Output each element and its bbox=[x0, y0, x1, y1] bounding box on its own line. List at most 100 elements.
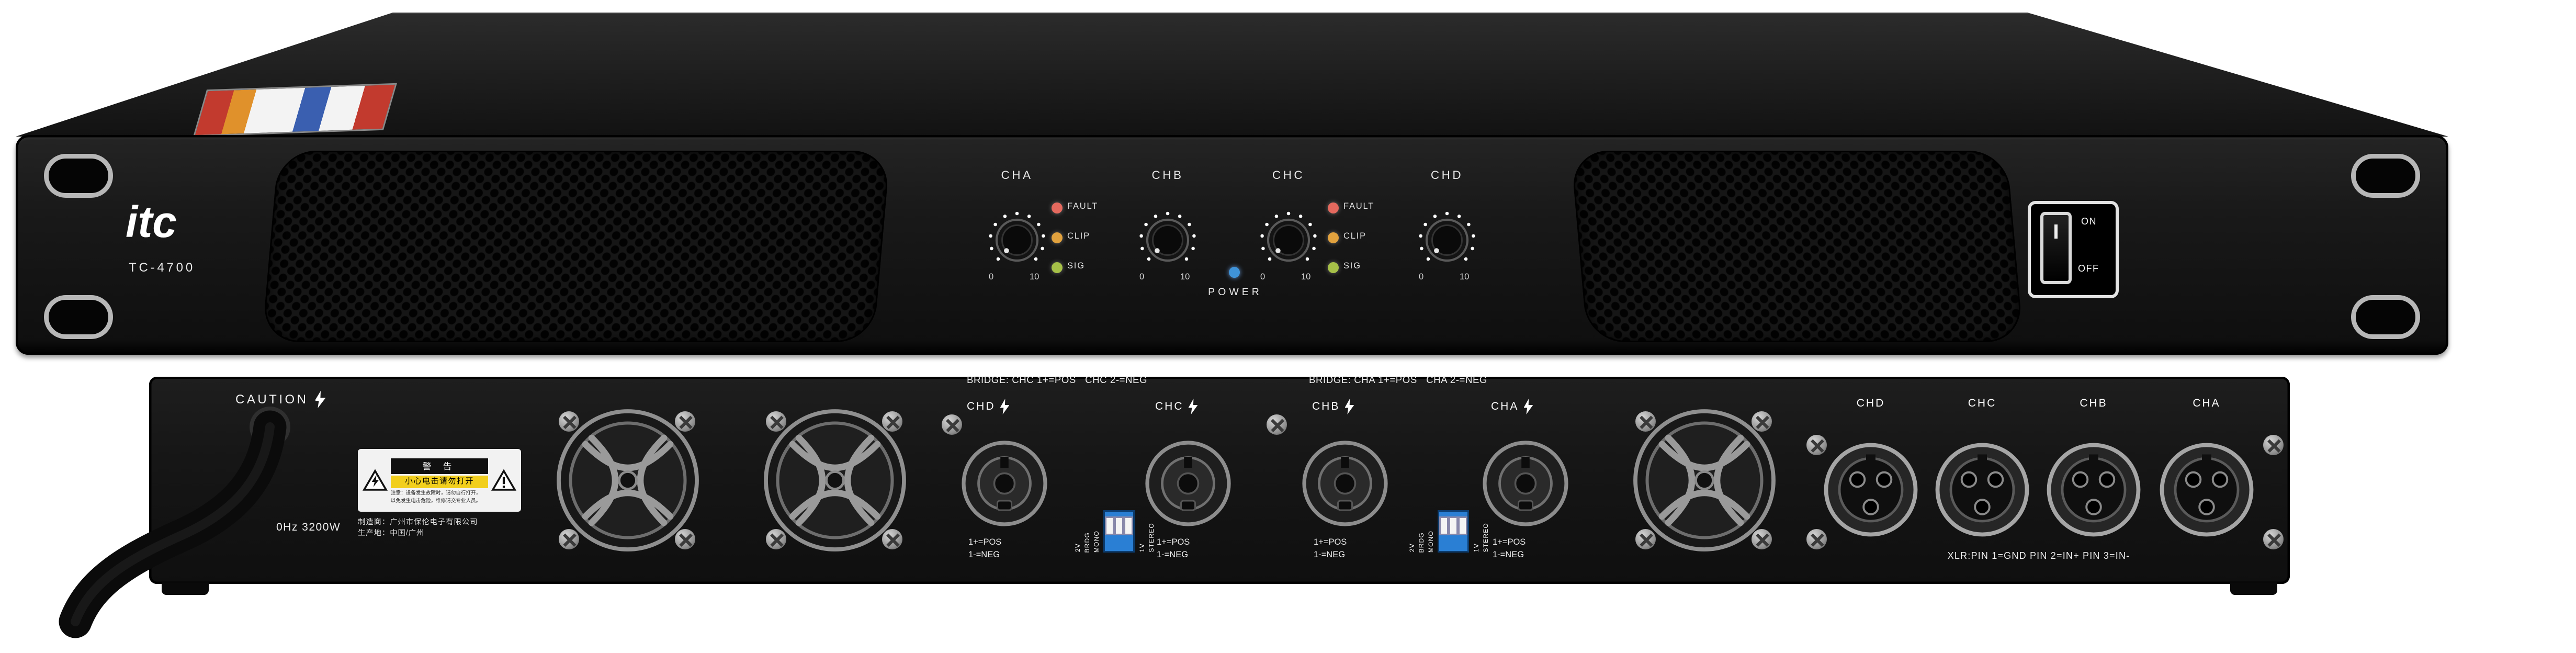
sig-led-row: SIG bbox=[1052, 257, 1098, 276]
left-honeycomb-grille bbox=[261, 151, 891, 342]
bridge-note-cha: BRIDGE: CHA 1+=POS CHA 2-=NEG bbox=[1309, 375, 1488, 386]
fault-led-label: FAULT bbox=[1343, 202, 1375, 212]
front-top-perspective bbox=[16, 13, 2448, 137]
bridge-note-chc: BRIDGE: CHC 1+=POS CHC 2-=NEG bbox=[967, 375, 1148, 386]
mode-dip-switch-1[interactable]: 2V BRDG MONO 1V STEREO bbox=[1074, 465, 1155, 553]
manufacturer-line: 制造商：广州市保伦电子有限公司 bbox=[358, 520, 478, 527]
switch-on-label: ON bbox=[2081, 218, 2097, 228]
fault-led bbox=[1328, 201, 1339, 213]
knob-scale-min: 0 bbox=[1419, 273, 1424, 283]
channel-label-chc: CHC bbox=[1272, 168, 1305, 182]
clip-led-label: CLIP bbox=[1343, 232, 1366, 242]
xlr-socket-icon bbox=[1824, 443, 1918, 537]
speakon-connector-chb bbox=[1301, 440, 1389, 535]
xlr-socket-icon bbox=[2160, 443, 2254, 537]
sig-led bbox=[1052, 261, 1063, 273]
cooling-fan-2 bbox=[760, 405, 910, 556]
knob-scale-max: 10 bbox=[1460, 273, 1470, 283]
switch-off-label: OFF bbox=[2078, 265, 2099, 275]
clip-led-label: CLIP bbox=[1067, 232, 1090, 242]
knob-scale-min: 0 bbox=[989, 273, 994, 283]
screw-icon bbox=[1267, 414, 1287, 435]
speakon-connector-chd bbox=[961, 440, 1048, 535]
channel-label-chb: CHB bbox=[1151, 168, 1184, 182]
screw-icon bbox=[2263, 435, 2284, 455]
sig-led-label: SIG bbox=[1343, 262, 1361, 272]
rear-foot-right bbox=[2230, 582, 2277, 595]
xlr-pinout-note: XLR:PIN 1=GND PIN 2=IN+ PIN 3=IN- bbox=[1947, 553, 2130, 562]
xlr-label-cha: CHA bbox=[2193, 399, 2221, 410]
screw-icon bbox=[882, 529, 902, 549]
dip-toggle[interactable] bbox=[1105, 516, 1114, 535]
clip-led-row: CLIP bbox=[1328, 228, 1374, 246]
lightning-icon bbox=[1188, 399, 1198, 414]
knob-dial-icon bbox=[1139, 211, 1196, 262]
warning-subtitle: 小心电击请勿打开 bbox=[391, 475, 488, 488]
speakon-connector-chc bbox=[1144, 440, 1232, 535]
gain-knob-chc[interactable] bbox=[1254, 206, 1323, 275]
screw-icon bbox=[766, 411, 786, 432]
channel-label-chd: CHD bbox=[1430, 168, 1464, 182]
power-cable bbox=[59, 410, 287, 638]
clip-led bbox=[1052, 231, 1063, 243]
xlr-socket-icon bbox=[1935, 443, 2029, 537]
mode-dip-switch-2[interactable]: 2V BRDG MONO 1V STEREO bbox=[1408, 465, 1489, 553]
dip-toggle[interactable] bbox=[1124, 516, 1133, 535]
warning-note-1: 注意：设备发生故障时，请勿自行打开， bbox=[391, 489, 481, 496]
xlr-connector-cha bbox=[2158, 441, 2255, 538]
dip-toggle[interactable] bbox=[1114, 516, 1124, 535]
lightning-icon bbox=[1000, 399, 1010, 414]
speakon-socket-icon bbox=[1483, 441, 1568, 526]
rack-hole-top-right bbox=[2351, 154, 2420, 198]
screw-icon bbox=[1806, 529, 1827, 549]
fan-grille-icon bbox=[557, 409, 699, 551]
dip-switch-body[interactable] bbox=[1438, 510, 1469, 553]
power-rocker[interactable] bbox=[2040, 212, 2072, 284]
screw-icon bbox=[675, 529, 695, 549]
gain-knob-chd[interactable] bbox=[1413, 206, 1482, 275]
speakon-label-cha: CHA bbox=[1491, 399, 1533, 414]
sig-led bbox=[1328, 261, 1339, 273]
screw-icon bbox=[1806, 435, 1827, 455]
screw-icon bbox=[2263, 529, 2284, 549]
gain-knob-cha[interactable] bbox=[982, 206, 1052, 275]
screw-icon bbox=[942, 414, 962, 435]
dip-toggle[interactable] bbox=[1458, 516, 1467, 535]
brand-logo: itc bbox=[126, 198, 177, 246]
power-switch[interactable]: ON OFF bbox=[2028, 201, 2119, 298]
attention-warning-icon bbox=[491, 469, 516, 491]
lightning-icon bbox=[1523, 399, 1533, 414]
cooling-fan-3 bbox=[1629, 405, 1780, 556]
fault-led bbox=[1052, 201, 1063, 213]
xlr-label-chb: CHB bbox=[2080, 399, 2108, 410]
screw-icon bbox=[882, 411, 902, 432]
dip-toggle[interactable] bbox=[1449, 516, 1458, 535]
gain-knob-chb[interactable] bbox=[1133, 206, 1202, 275]
fault-led-row: FAULT bbox=[1052, 198, 1098, 217]
warning-text-block: 警 告 小心电击请勿打开 注意：设备发生故障时，请勿自行打开， 以免发生电击危险… bbox=[391, 457, 488, 503]
caution-text: CAUTION bbox=[235, 392, 309, 407]
xlr-connector-chc bbox=[1934, 441, 2031, 538]
knob-scale-max: 10 bbox=[1180, 273, 1190, 283]
led-cluster-left: FAULT CLIP SIG bbox=[1052, 198, 1098, 287]
channel-label-cha: CHA bbox=[1001, 168, 1033, 182]
dip-toggle[interactable] bbox=[1439, 516, 1449, 535]
lightning-icon bbox=[1345, 399, 1354, 414]
power-led bbox=[1229, 267, 1240, 278]
sig-led-label: SIG bbox=[1067, 262, 1085, 272]
warning-label: 警 告 小心电击请勿打开 注意：设备发生故障时，请勿自行打开， 以免发生电击危险… bbox=[358, 449, 521, 512]
clip-led bbox=[1328, 231, 1339, 243]
knob-scale-min: 0 bbox=[1139, 273, 1145, 283]
xlr-label-chc: CHC bbox=[1968, 399, 1997, 410]
power-rating-text: 0Hz 3200W bbox=[276, 523, 341, 534]
cooling-fan-1 bbox=[552, 405, 703, 556]
speakon-connector-cha bbox=[1482, 440, 1569, 535]
dip-switch-body[interactable] bbox=[1103, 510, 1135, 553]
speakon-label-chc: CHC bbox=[1155, 399, 1198, 414]
knob-scale-max: 10 bbox=[1301, 273, 1311, 283]
rear-foot-left bbox=[162, 582, 209, 595]
